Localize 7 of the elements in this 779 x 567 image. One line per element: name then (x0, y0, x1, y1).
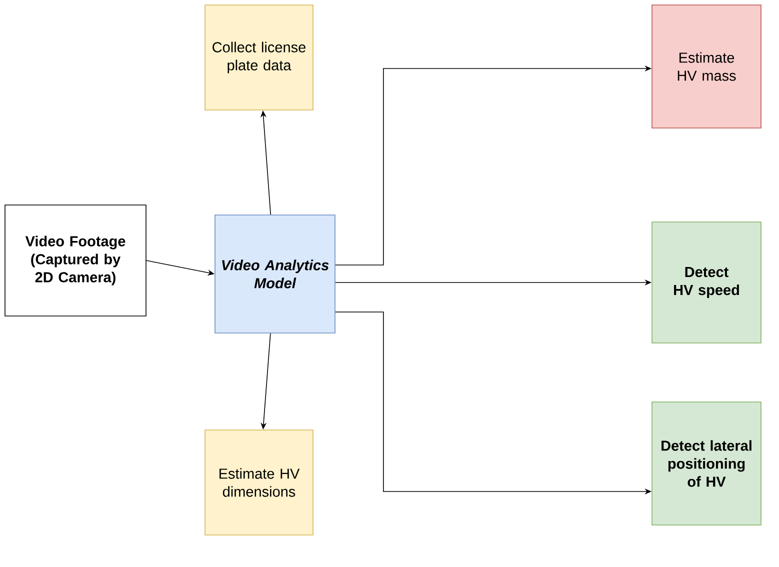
output-box: Estimate HV mass (652, 4, 762, 128)
input-box: Video Footage (Captured by 2D Camera) (4, 204, 146, 316)
output-box: Detect HV speed (652, 222, 762, 344)
model-box: Video Analytics Model (214, 214, 336, 334)
output-box: Detect lateral positioning of HV (652, 402, 762, 526)
process-box: Estimate HV dimensions (204, 430, 314, 536)
process-box: Collect license plate data (204, 4, 314, 110)
